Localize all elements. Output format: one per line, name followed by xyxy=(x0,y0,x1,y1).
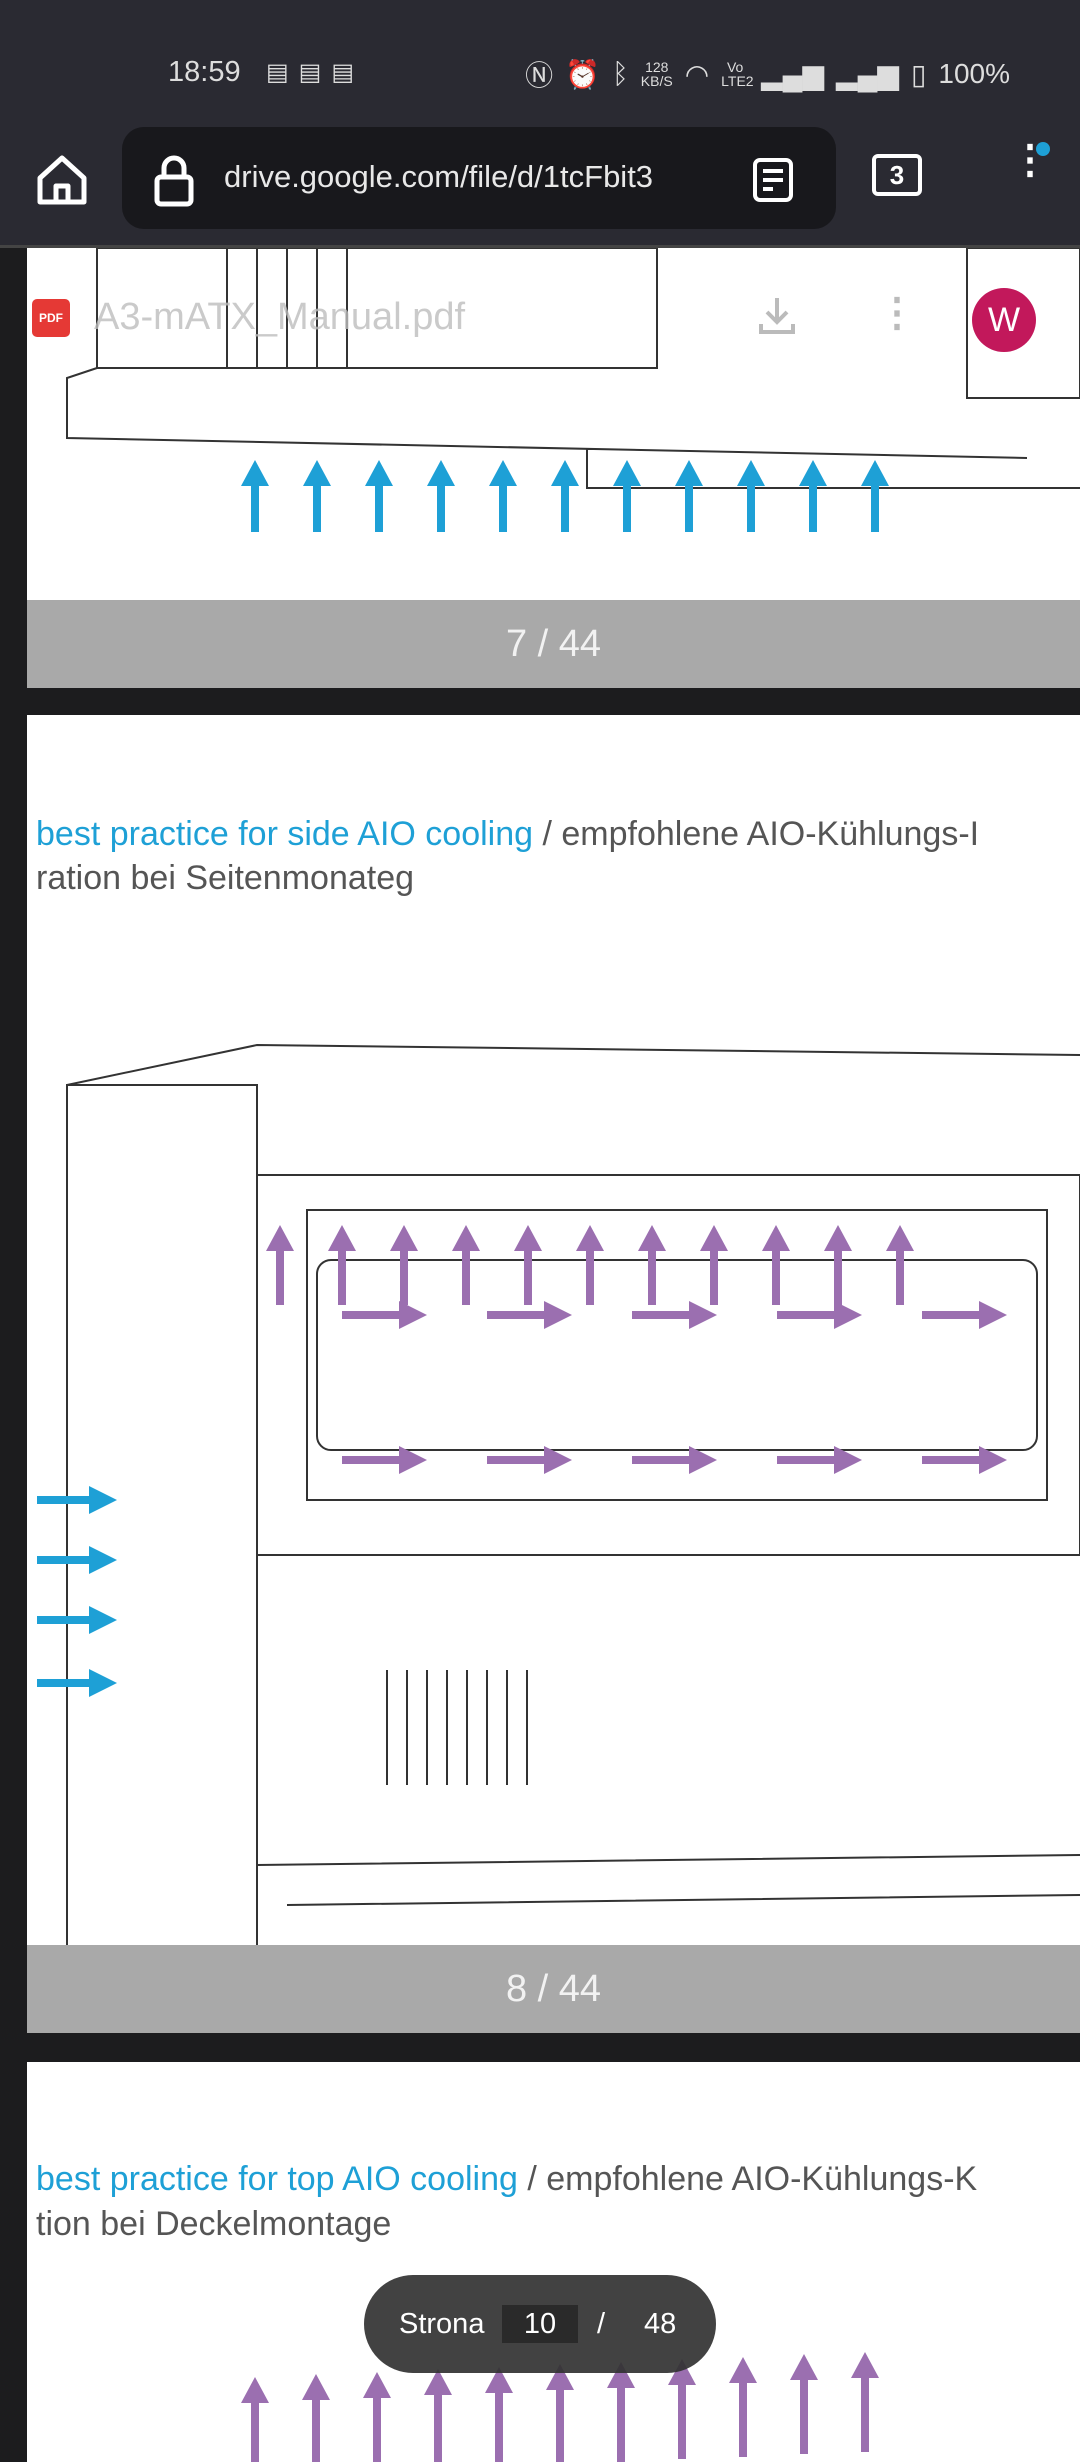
airflow-arrow-icon xyxy=(487,1301,572,1329)
volte-icon: Vo LTE2 xyxy=(721,59,754,89)
avatar[interactable]: W xyxy=(972,288,1036,352)
airflow-arrow-icon xyxy=(799,460,827,532)
url-text[interactable]: drive.google.com/file/d/1tcFbit3 xyxy=(224,159,654,194)
airflow-arrow-icon xyxy=(729,2357,757,2457)
page-heading-line2: tion bei Deckelmontage xyxy=(36,2205,392,2243)
lock-icon xyxy=(154,155,194,207)
alarm-icon: ⏰ xyxy=(565,58,600,90)
airflow-arrow-icon xyxy=(777,1301,862,1329)
airflow-arrow-icon xyxy=(342,1446,427,1474)
airflow-arrow-icon xyxy=(485,2367,513,2462)
update-badge xyxy=(1036,142,1050,156)
airflow-arrow-icon xyxy=(632,1301,717,1329)
page-number-label: 8 / 44 xyxy=(27,1945,1080,2033)
browser-toolbar: drive.google.com/file/d/1tcFbit3 3 ⋮ xyxy=(0,110,1080,248)
battery-icon: ▯ xyxy=(910,58,927,90)
total-pages: 48 xyxy=(644,2308,677,2340)
nfc-icon: Ⓝ xyxy=(525,60,554,91)
airflow-arrow-icon xyxy=(546,2364,574,2462)
bluetooth-icon: ᛒ xyxy=(611,58,629,89)
airflow-arrow-icon xyxy=(328,1225,356,1305)
airflow-arrow-icon xyxy=(632,1446,717,1474)
reader-mode-icon[interactable] xyxy=(752,157,794,203)
page-heading-line2: ration bei Seitenmonateg xyxy=(36,859,415,897)
airflow-arrow-icon xyxy=(790,2354,818,2454)
airflow-arrow-icon xyxy=(37,1606,117,1634)
more-options-icon[interactable]: ⋮ xyxy=(877,291,917,335)
airflow-arrow-icon xyxy=(861,460,889,532)
airflow-arrow-icon xyxy=(922,1446,1007,1474)
pdf-file-icon: PDF xyxy=(32,298,70,337)
pdf-viewer[interactable]: PDF A3-mATX_Manual.pdf ⋮ W 7 / 44 best p… xyxy=(27,248,1080,2462)
page-number-label: 7 / 44 xyxy=(27,600,1080,688)
airflow-arrow-icon xyxy=(37,1486,117,1514)
airflow-arrow-icon xyxy=(824,1225,852,1305)
page-indicator-label: Strona xyxy=(399,2308,485,2340)
tab-switcher-button[interactable]: 3 xyxy=(872,154,922,196)
airflow-arrow-icon xyxy=(607,2362,635,2462)
pdf-page-7: PDF A3-mATX_Manual.pdf ⋮ W xyxy=(27,248,1080,600)
pdf-page-9: best practice for top AIO cooling / empf… xyxy=(27,2062,1080,2462)
pdf-page-8: best practice for side AIO cooling / emp… xyxy=(27,715,1080,1945)
signal-icon: ▂▄▆ xyxy=(836,58,899,90)
page-indicator[interactable]: Strona 10 / 48 xyxy=(364,2275,716,2373)
airflow-arrow-icon xyxy=(922,1301,1007,1329)
case-diagram xyxy=(66,248,1080,532)
airflow-arrow-icon xyxy=(266,1225,294,1305)
airflow-arrow-icon xyxy=(551,460,579,532)
airflow-arrow-icon xyxy=(427,460,455,532)
airflow-arrow-icon xyxy=(700,1225,728,1305)
home-icon[interactable] xyxy=(34,152,90,208)
airflow-arrow-icon xyxy=(302,2374,330,2462)
address-bar[interactable]: drive.google.com/file/d/1tcFbit3 xyxy=(122,127,836,229)
airflow-arrow-icon xyxy=(638,1225,666,1305)
airflow-arrow-icon xyxy=(675,460,703,532)
airflow-arrow-icon xyxy=(762,1225,790,1305)
page-separator: / xyxy=(597,2308,606,2340)
airflow-arrow-icon xyxy=(241,2377,269,2462)
airflow-arrow-icon xyxy=(452,1225,480,1305)
airflow-arrow-icon xyxy=(390,1225,418,1305)
file-name: A3-mATX_Manual.pdf xyxy=(94,296,466,338)
pdf-header: PDF A3-mATX_Manual.pdf xyxy=(32,296,465,339)
signal-icon: ▂▄▆ xyxy=(761,58,825,90)
airflow-arrow-icon xyxy=(365,460,393,532)
airflow-arrow-icon xyxy=(886,1225,914,1305)
menu-icon[interactable]: ⋮ xyxy=(1010,138,1050,182)
airflow-arrow-icon xyxy=(668,2359,696,2459)
battery-level: 100% xyxy=(938,58,1010,89)
page-heading: best practice for top AIO cooling / empf… xyxy=(36,2160,978,2198)
airflow-arrow-icon xyxy=(424,2369,452,2462)
current-page-input[interactable]: 10 xyxy=(502,2305,578,2343)
airflow-arrow-icon xyxy=(487,1446,572,1474)
airflow-arrow-icon xyxy=(777,1446,862,1474)
page-heading: best practice for side AIO cooling / emp… xyxy=(36,815,980,853)
airflow-arrow-icon xyxy=(37,1669,117,1697)
airflow-arrow-icon xyxy=(37,1546,117,1574)
airflow-arrow-icon xyxy=(489,460,517,532)
airflow-arrow-icon xyxy=(613,460,641,532)
airflow-arrow-icon xyxy=(342,1301,427,1329)
top-aio-diagram xyxy=(241,2352,879,2462)
download-icon[interactable] xyxy=(757,294,797,336)
clock: 18:59 xyxy=(168,56,241,88)
airflow-arrow-icon xyxy=(514,1225,542,1305)
airflow-arrow-icon xyxy=(851,2352,879,2452)
news-icon: ▤▤▤ xyxy=(266,59,365,86)
side-aio-diagram xyxy=(37,1043,1080,1945)
airflow-arrow-icon xyxy=(363,2372,391,2462)
airflow-arrow-icon xyxy=(303,460,331,532)
airflow-arrow-icon xyxy=(737,460,765,532)
wifi-icon: ◠ xyxy=(684,58,710,90)
airflow-arrow-icon xyxy=(576,1225,604,1305)
airflow-arrow-icon xyxy=(241,460,269,532)
